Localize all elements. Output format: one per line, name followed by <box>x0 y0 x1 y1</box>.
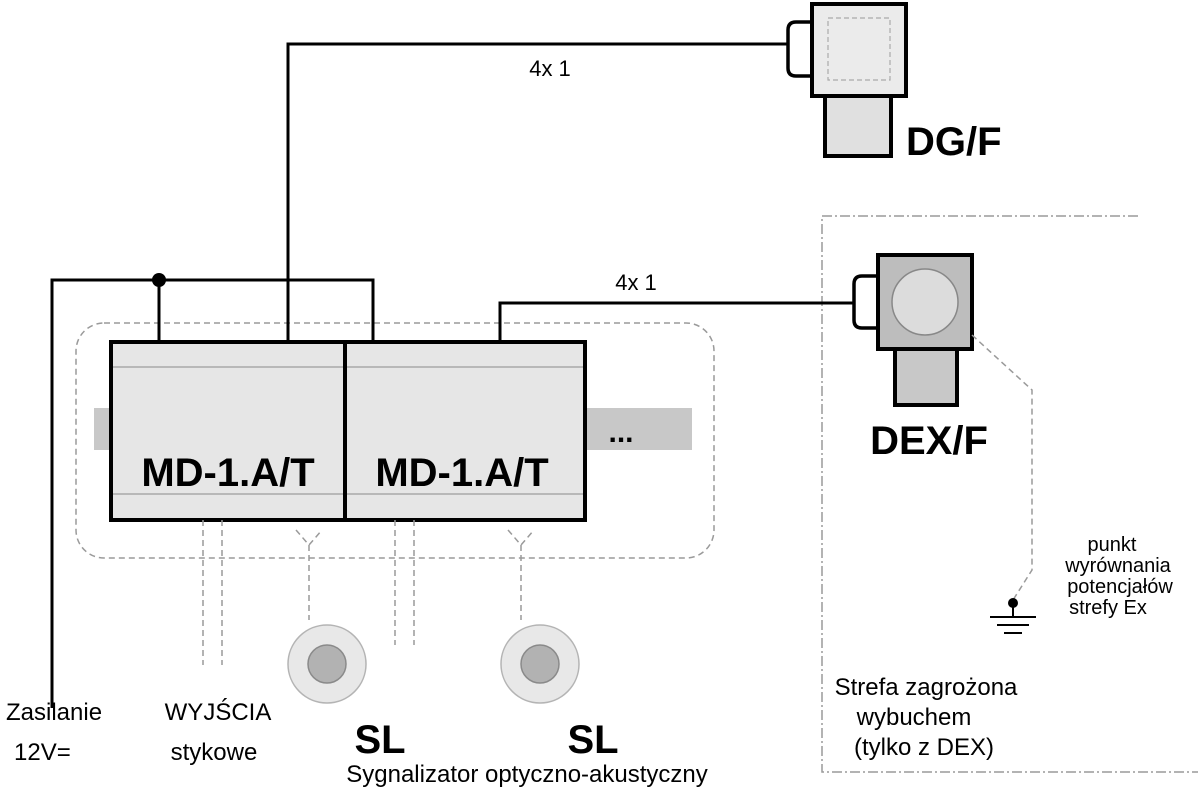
signaler-caption: Sygnalizator optyczno-akustyczny <box>346 761 708 788</box>
module-1-label: MD-1.A/T <box>141 451 314 495</box>
output-wires <box>202 520 415 665</box>
power-voltage-label: 12V= <box>14 739 71 766</box>
outputs-type-label: stykowe <box>171 739 258 766</box>
junction-dot <box>152 273 166 287</box>
ground-label-1: punkt <box>1088 534 1137 556</box>
dgf-label: DG/F <box>906 120 1002 164</box>
ex-zone-border <box>821 215 1198 773</box>
sl1-label: SL <box>354 718 405 762</box>
zone-label-1: Strefa zagrożona <box>835 674 1018 701</box>
sl1-wire <box>295 529 323 620</box>
module-2: MD-1.A/T <box>343 340 587 522</box>
more-modules-ellipsis: ... <box>608 416 633 449</box>
module-2-label: MD-1.A/T <box>375 451 548 495</box>
zone-label-2: wybuchem <box>856 704 972 731</box>
power-label: Zasilanie <box>6 699 102 726</box>
dexf-detector: DEX/F <box>852 253 988 463</box>
cable-dgf-label: 4x 1 <box>529 56 571 81</box>
signaler-2 <box>500 624 580 704</box>
sl2-label: SL <box>567 718 618 762</box>
outputs-label: WYJŚCIA <box>165 698 272 726</box>
signaler-1 <box>287 624 367 704</box>
ground-label-2: wyrównania <box>1064 555 1171 577</box>
ground-symbol <box>990 598 1036 634</box>
cable-dexf-label: 4x 1 <box>615 270 657 295</box>
ground-wire <box>971 334 1033 601</box>
dgf-detector: DG/F <box>786 2 1002 164</box>
zone-label-3: (tylko z DEX) <box>854 734 994 761</box>
power-wire <box>50 278 375 708</box>
module-enclosure <box>75 322 715 559</box>
dexf-label: DEX/F <box>870 419 988 463</box>
ground-label-3: potencjałów <box>1067 576 1173 598</box>
cable-dexf <box>498 301 878 342</box>
sl2-wire <box>507 529 535 620</box>
module-1: MD-1.A/T <box>109 340 347 522</box>
cable-dgf <box>286 42 797 342</box>
ground-label-4: strefy Ex <box>1069 597 1147 619</box>
